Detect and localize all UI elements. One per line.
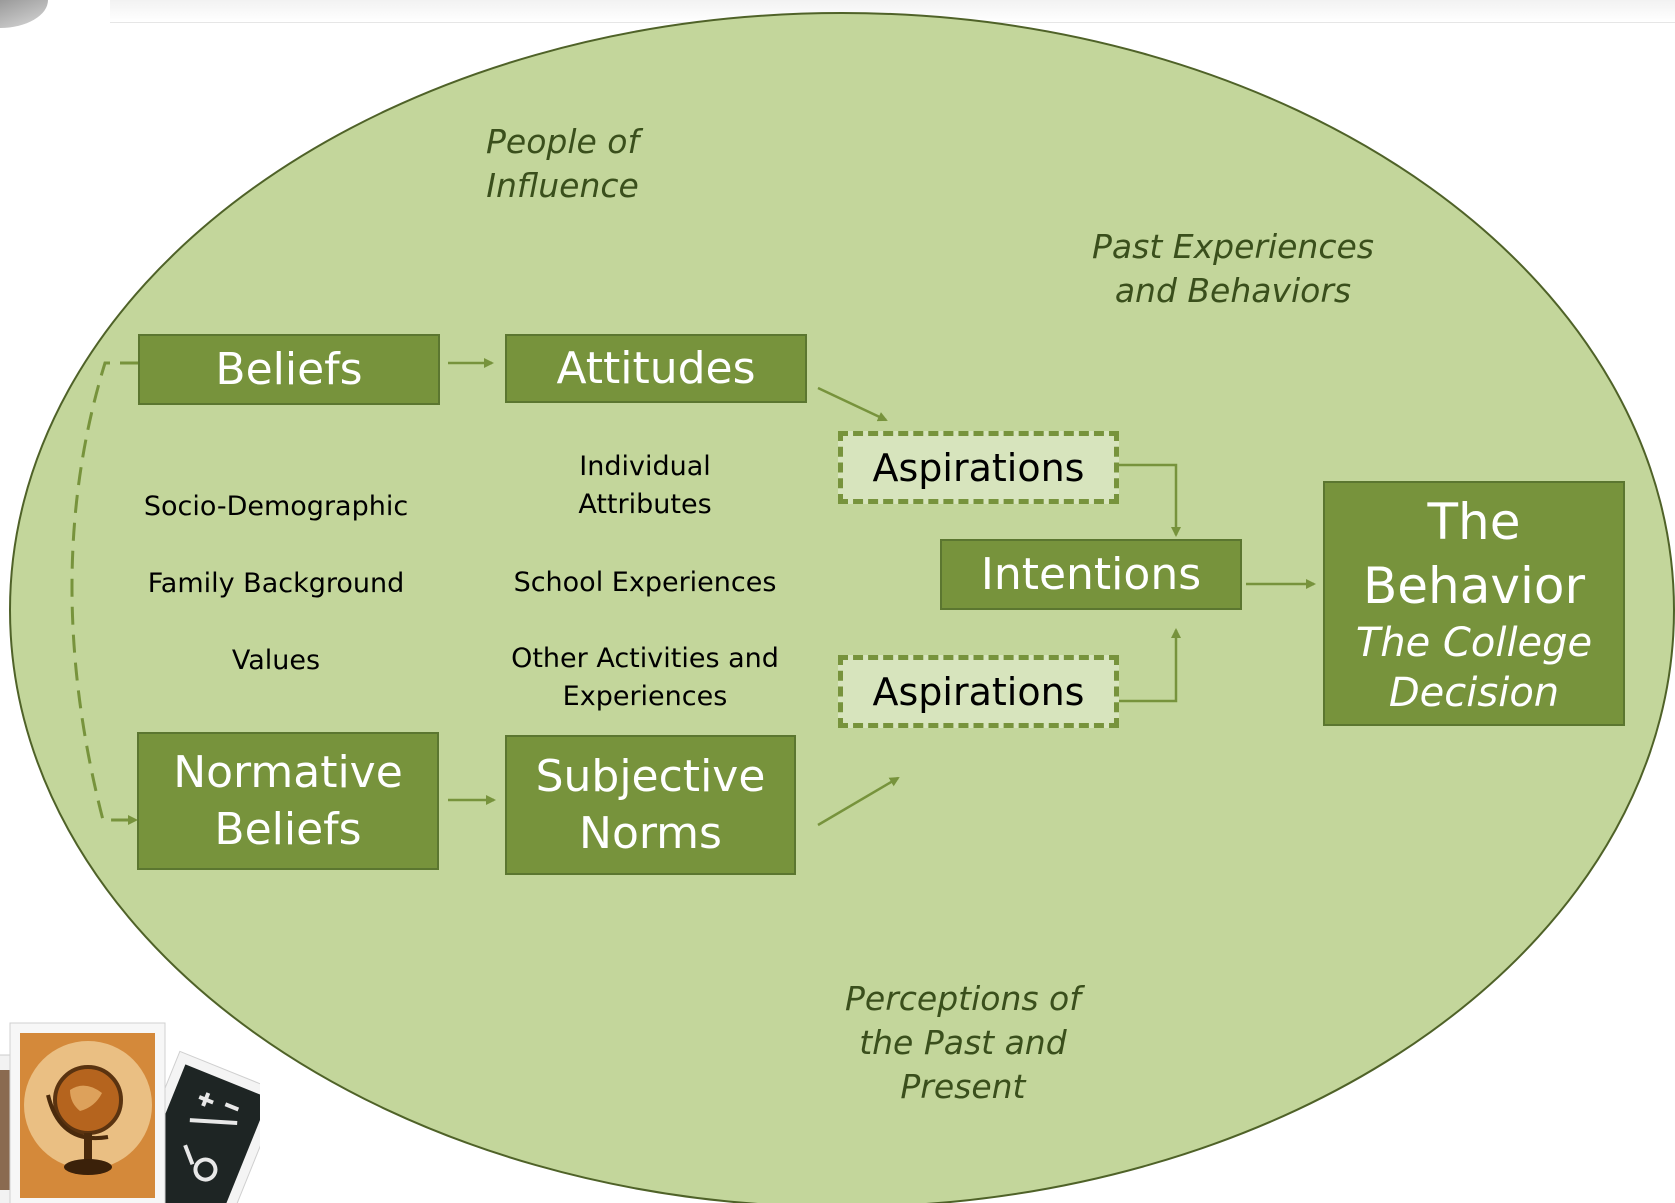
belief-link-dashed-arrow	[70, 358, 146, 825]
normative-beliefs-line-1: Normative	[173, 747, 403, 798]
values-label: Values	[135, 642, 417, 680]
subjective-norms-line-2: Norms	[579, 808, 722, 859]
beliefs-box: Beliefs	[138, 334, 440, 405]
values-text: Values	[231, 645, 321, 676]
aspirations-bottom-box: Aspirations	[838, 655, 1119, 728]
behavior-title-line-1: The	[1427, 492, 1521, 551]
decorative-photos	[0, 1022, 260, 1203]
attitudes-box: Attitudes	[505, 334, 807, 403]
socio-demographic-label: Socio-Demographic	[135, 488, 417, 526]
perceptions-line-2: the Past and	[859, 1023, 1067, 1062]
past-experiences-line-1: Past Experiences	[1092, 227, 1374, 266]
attitudes-label: Attitudes	[556, 343, 756, 394]
aspirations-top-to-intentions-arrow	[1115, 463, 1181, 537]
family-background-text: Family Background	[147, 568, 405, 599]
normative-beliefs-box: Normative Beliefs	[137, 732, 439, 870]
beliefs-label: Beliefs	[215, 344, 363, 395]
other-activities-label: Other Activities and Experiences	[480, 640, 810, 716]
behavior-subtitle-line-1: The College	[1355, 619, 1593, 666]
behavior-box: The Behavior The College Decision	[1323, 481, 1625, 726]
subjective-to-aspirations-arrow	[817, 776, 900, 827]
school-experiences-label: School Experiences	[480, 564, 810, 602]
school-experiences-text: School Experiences	[513, 567, 777, 598]
perceptions-line-3: Present	[900, 1067, 1026, 1106]
socio-demographic-text: Socio-Demographic	[143, 491, 409, 522]
people-of-influence-label: People of Influence	[486, 120, 639, 208]
past-experiences-line-2: and Behaviors	[1114, 271, 1352, 310]
other-activities-line-1: Other Activities and	[511, 643, 779, 674]
aspirations-bottom-label: Aspirations	[872, 669, 1085, 714]
aspirations-top-label: Aspirations	[872, 445, 1085, 490]
context-ellipse	[9, 12, 1675, 1203]
other-activities-line-2: Experiences	[562, 681, 728, 712]
behavior-title-line-2: Behavior	[1362, 556, 1586, 615]
globe-photo-icon	[9, 1022, 166, 1203]
subjective-norms-line-1: Subjective	[535, 751, 766, 802]
behavior-subtitle-line-2: Decision	[1388, 669, 1560, 716]
normative-beliefs-line-2: Beliefs	[214, 804, 362, 855]
people-of-influence-line-2: Influence	[486, 166, 639, 205]
intentions-box: Intentions	[940, 539, 1242, 610]
intentions-label: Intentions	[980, 549, 1202, 600]
individual-attributes-label: Individual Attributes	[495, 448, 795, 524]
subjective-norms-box: Subjective Norms	[505, 735, 796, 875]
individual-attributes-line-1: Individual	[579, 451, 711, 482]
individual-attributes-line-2: Attributes	[578, 489, 712, 520]
attitudes-to-aspirations-arrow	[817, 386, 888, 422]
family-background-label: Family Background	[135, 565, 417, 603]
aspirations-bottom-to-intentions-arrow	[1115, 628, 1181, 703]
aspirations-top-box: Aspirations	[838, 431, 1119, 504]
past-experiences-label: Past Experiences and Behaviors	[1092, 225, 1374, 313]
perceptions-line-1: Perceptions of	[845, 979, 1081, 1018]
people-of-influence-line-1: People of	[486, 122, 640, 161]
perceptions-label: Perceptions of the Past and Present	[845, 977, 1081, 1109]
